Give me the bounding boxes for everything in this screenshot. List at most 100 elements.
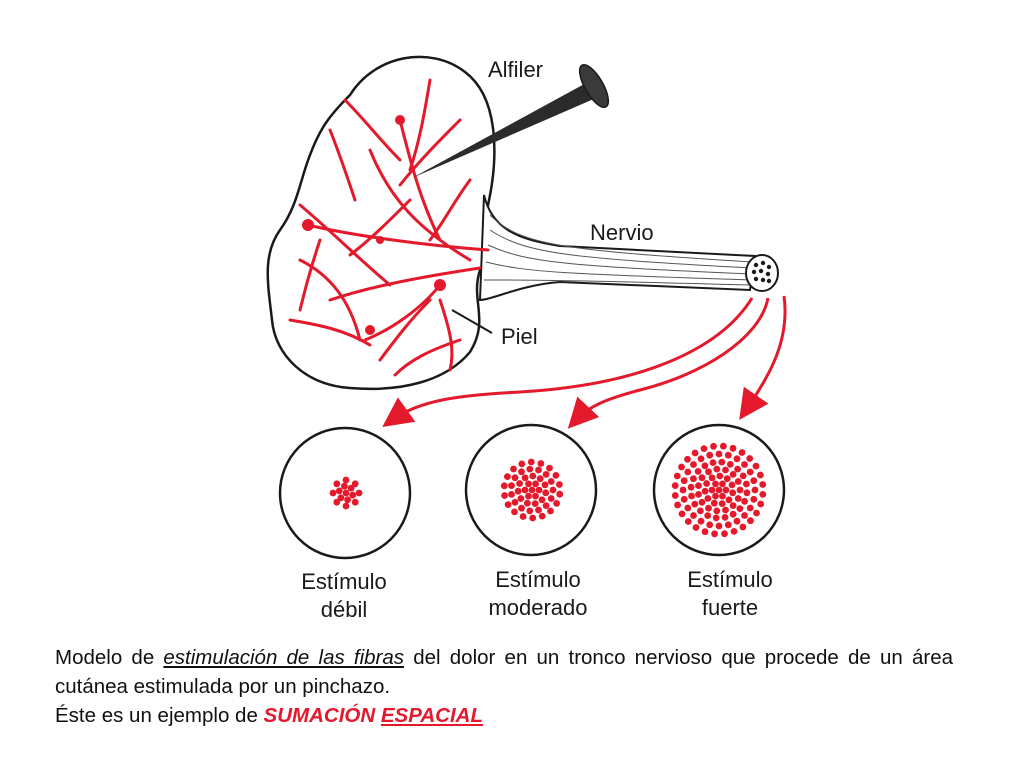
stimulus-moderate-label-2: moderado xyxy=(488,595,587,620)
fiber-dot xyxy=(694,468,702,475)
fiber-dot xyxy=(688,492,695,500)
fiber-dot xyxy=(347,484,355,492)
caption-text-3: Éste es un ejemplo de xyxy=(55,704,264,727)
fiber-dot xyxy=(739,523,747,531)
fiber-dot xyxy=(527,458,535,466)
fiber-dot xyxy=(529,514,537,522)
fiber-dot xyxy=(678,463,685,471)
fiber-dot xyxy=(525,480,532,488)
fiber-dot xyxy=(722,506,729,514)
fiber-dot xyxy=(721,514,729,521)
fiber-dot xyxy=(517,495,525,502)
fiber-dot xyxy=(743,489,751,497)
stimulus-moderate-circle xyxy=(464,423,598,557)
fiber-dot xyxy=(342,489,350,497)
skin-patch xyxy=(266,55,496,391)
fiber-dot xyxy=(695,482,702,489)
nerve-label: Nervio xyxy=(590,220,654,245)
fiber-dot xyxy=(344,496,351,504)
fiber-dot xyxy=(690,512,697,519)
fiber-dot xyxy=(709,459,717,466)
fiber-dot xyxy=(542,489,550,497)
caption-text-2: del dolor en un tronco nervioso que proc… xyxy=(55,646,953,698)
fiber-dot xyxy=(715,486,723,494)
fiber-dot xyxy=(701,528,709,536)
fiber-dot xyxy=(671,482,679,489)
fiber-dot xyxy=(716,472,724,480)
fiber-dot xyxy=(757,500,765,508)
arrow-moderate xyxy=(567,297,770,429)
fiber-dot xyxy=(518,468,525,476)
fiber-dot xyxy=(690,461,697,468)
fiber-dot xyxy=(341,482,348,490)
fiber-dot xyxy=(712,514,720,522)
fiber-dot xyxy=(556,481,563,488)
fiber-dot xyxy=(556,490,564,498)
fiber-dot xyxy=(504,501,512,508)
fiber-dot xyxy=(718,458,726,466)
fiber-dot xyxy=(684,455,691,463)
fiber-dot xyxy=(705,468,712,476)
fiber-dot xyxy=(704,495,712,502)
fiber-dot xyxy=(697,507,704,515)
fiber-dot xyxy=(759,491,767,498)
fiber-dot xyxy=(504,473,511,480)
stimulus-weak-label-2: débil xyxy=(321,597,367,622)
fiber-dot xyxy=(523,499,531,507)
fiber-dot xyxy=(734,495,742,502)
stimulus-strong-circle xyxy=(652,423,786,557)
espacial-term: ESPACIAL xyxy=(380,704,483,727)
fiber-dot xyxy=(535,486,543,494)
fiber-dot xyxy=(500,482,508,490)
fiber-dot xyxy=(549,486,557,494)
fiber-dot xyxy=(746,468,754,476)
fiber-dot xyxy=(719,492,726,500)
caption-conclusion: Éste es un ejemplo de SUMACIÓN ESPACIAL xyxy=(55,701,953,730)
fiber-dot xyxy=(673,472,681,480)
fiber-dot xyxy=(553,500,560,507)
activated-fibers-moderate xyxy=(500,458,564,522)
fiber-dot xyxy=(518,460,526,468)
fiber-dot xyxy=(733,517,741,525)
fiber-dot xyxy=(342,476,350,484)
fiber-dot xyxy=(695,491,702,498)
fiber-dot xyxy=(729,502,737,509)
fiber-dot xyxy=(342,502,350,510)
fiber-dot xyxy=(724,521,732,529)
fiber-dot xyxy=(759,481,767,488)
fiber-dot xyxy=(704,512,712,519)
fiber-dot xyxy=(725,496,733,504)
fiber-dot xyxy=(739,472,747,480)
fiber-dot xyxy=(684,518,692,525)
fiber-dot xyxy=(733,455,741,463)
fiber-dot xyxy=(501,492,508,499)
fiber-dot xyxy=(724,451,732,459)
fiber-dot xyxy=(750,477,758,485)
fiber-dot xyxy=(736,505,744,512)
fiber-dot xyxy=(698,474,706,482)
fiber-dot xyxy=(741,512,748,519)
fiber-dot xyxy=(723,475,731,483)
fiber-dot xyxy=(529,472,537,480)
fiber-dot xyxy=(692,524,700,531)
fiber-dot xyxy=(691,449,699,457)
fiber-dot xyxy=(329,489,337,497)
fiber-dot xyxy=(547,478,555,485)
fiber-dot xyxy=(510,465,517,473)
fiber-dot xyxy=(674,501,681,509)
stimulus-moderate-label-1: Estímulo xyxy=(495,567,581,592)
fiber-dot xyxy=(684,504,692,512)
fiber-dot xyxy=(711,530,718,538)
fiber-dot xyxy=(678,510,686,518)
fiber-dot xyxy=(713,507,721,515)
fiber-dot xyxy=(729,471,737,478)
fiber-dot xyxy=(333,498,341,506)
stimulus-strong-label-2: fuerte xyxy=(702,595,758,620)
fiber-dot xyxy=(671,492,679,499)
fiber-dot xyxy=(351,498,359,506)
fiber-dot xyxy=(726,461,734,468)
caption: Modelo de estimulación de las fibras del… xyxy=(55,643,953,730)
activated-fibers-strong xyxy=(671,442,767,538)
fiber-dot xyxy=(734,478,742,485)
fiber-dot xyxy=(706,521,714,529)
